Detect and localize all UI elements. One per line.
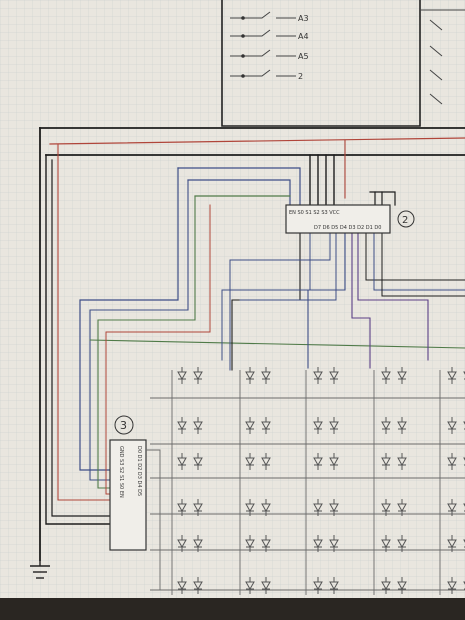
chip-2-top-pins: EN S0 S1 S2 S3 VCC [289, 210, 340, 216]
ground-symbol [30, 560, 50, 579]
switch-panel: A3 A4 A5 2 [221, 0, 465, 127]
chip-2-bottom-pins: D7 D6 D5 D4 D3 D2 D1 D0 [314, 225, 381, 231]
led-matrix-wiring [146, 370, 465, 595]
chip-3-right-pins: D0 D1 D2 D3 D4 D5 [136, 446, 142, 496]
chip-3: GND S3 S2 S1 S0 EN D0 D1 D2 D3 D4 D5 3 [109, 415, 147, 551]
switch-label-a3: A3 [298, 14, 309, 23]
chip-2-number: 2 [402, 215, 408, 226]
switch-label-a5: A5 [298, 52, 309, 61]
wire-bus [39, 127, 465, 561]
switch-label-2: 2 [298, 72, 303, 81]
chip-3-left-pins: GND S3 S2 S1 S0 EN [118, 446, 124, 498]
chip-2: EN S0 S1 S2 S3 VCC D7 D6 D5 D4 D3 D2 D1 … [285, 204, 415, 234]
chip-3-number: 3 [120, 419, 127, 432]
switch-label-a4: A4 [298, 32, 309, 41]
table-background [0, 598, 465, 620]
